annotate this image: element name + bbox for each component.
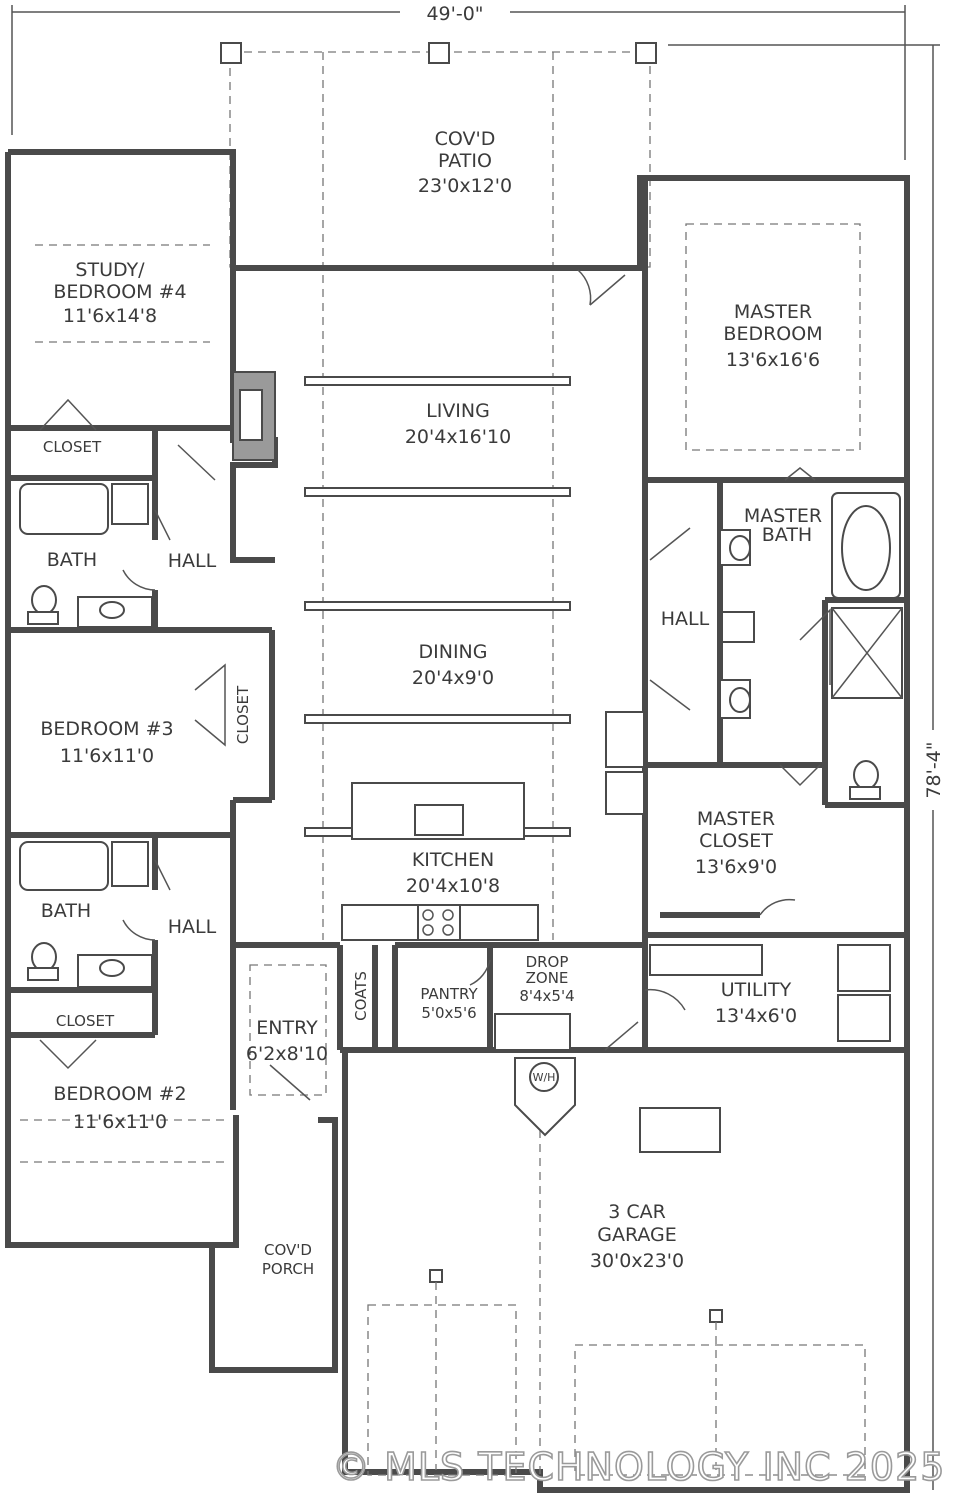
patio-name-line2: PATIO bbox=[438, 150, 492, 172]
porch-name-line1: COV'D bbox=[264, 1241, 312, 1259]
exterior-walls bbox=[5, 149, 910, 1493]
garage-name-line2: GARAGE bbox=[597, 1224, 677, 1246]
master-bedroom-name-line1: MASTER bbox=[734, 301, 812, 323]
master-bath-name-line1: MASTER bbox=[744, 505, 822, 527]
bedroom2-size: 11'6x11'0 bbox=[73, 1111, 167, 1133]
utility-appliances bbox=[649, 944, 891, 1042]
hall-master-label: HALL bbox=[661, 608, 710, 630]
patio-size: 23'0x12'0 bbox=[418, 175, 512, 197]
utility-name: UTILITY bbox=[721, 979, 792, 1001]
study-name-line2: BEDROOM #4 bbox=[53, 281, 186, 303]
closet-bed2-label: CLOSET bbox=[56, 1012, 115, 1030]
water-heater-icon bbox=[514, 1057, 576, 1137]
hall-lower-label: HALL bbox=[168, 916, 217, 938]
bedroom2-name: BEDROOM #2 bbox=[53, 1083, 186, 1105]
kitchen-size: 20'4x10'8 bbox=[406, 875, 500, 897]
living-name: LIVING bbox=[426, 400, 490, 422]
dimension-lines bbox=[11, 2, 944, 1490]
drop-zone-size: 8'4x5'4 bbox=[519, 987, 574, 1005]
width-dimension: 49'-0" bbox=[426, 3, 483, 25]
study-name-line1: STUDY/ bbox=[75, 259, 145, 281]
closet-bed3-label: CLOSET bbox=[234, 685, 252, 744]
kitchen-fixtures bbox=[341, 711, 645, 1051]
utility-size: 13'4x6'0 bbox=[715, 1005, 797, 1027]
hall-upper-label: HALL bbox=[168, 550, 217, 572]
master-closet-size: 13'6x9'0 bbox=[695, 856, 777, 878]
drop-zone-name-line1: DROP bbox=[526, 953, 569, 971]
bath-fixtures bbox=[19, 483, 903, 988]
master-bath-name-line2: BATH bbox=[762, 524, 812, 546]
door-swings bbox=[39, 269, 831, 1101]
fireplace bbox=[232, 371, 276, 461]
bedroom3-size: 11'6x11'0 bbox=[60, 745, 154, 767]
pantry-size: 5'0x5'6 bbox=[421, 1004, 476, 1022]
bath-lower-label: BATH bbox=[41, 900, 91, 922]
bath-upper-label: BATH bbox=[47, 549, 97, 571]
closet-study-label: CLOSET bbox=[43, 438, 102, 456]
porch-name-line2: PORCH bbox=[262, 1260, 314, 1278]
copyright-watermark: © MLS TECHNOLOGY INC 2025 bbox=[332, 1445, 945, 1489]
coats-label: COATS bbox=[352, 971, 370, 1021]
bedroom3-name: BEDROOM #3 bbox=[40, 718, 173, 740]
garage-size: 30'0x23'0 bbox=[590, 1250, 684, 1272]
study-size: 11'6x14'8 bbox=[63, 305, 157, 327]
garage-fixtures bbox=[367, 1107, 866, 1476]
dining-size: 20'4x9'0 bbox=[412, 667, 494, 689]
master-closet-name-line1: MASTER bbox=[697, 808, 775, 830]
entry-size: 6'2x8'10 bbox=[246, 1043, 328, 1065]
pantry-name: PANTRY bbox=[420, 985, 478, 1003]
kitchen-name: KITCHEN bbox=[412, 849, 494, 871]
depth-dimension: 78'-4" bbox=[923, 741, 945, 798]
drop-zone-name-line2: ZONE bbox=[526, 969, 569, 987]
dining-name: DINING bbox=[419, 641, 488, 663]
master-bedroom-size: 13'6x16'6 bbox=[726, 349, 820, 371]
water-heater-label: W/H bbox=[533, 1071, 556, 1084]
interior-walls bbox=[8, 178, 907, 1110]
master-bedroom-name-line2: BEDROOM bbox=[723, 323, 822, 345]
living-size: 20'4x16'10 bbox=[405, 426, 511, 448]
entry-name: ENTRY bbox=[256, 1017, 318, 1039]
master-closet-name-line2: CLOSET bbox=[699, 830, 773, 852]
garage-name-line1: 3 CAR bbox=[608, 1201, 666, 1223]
patio-name-line1: COV'D bbox=[435, 128, 496, 150]
